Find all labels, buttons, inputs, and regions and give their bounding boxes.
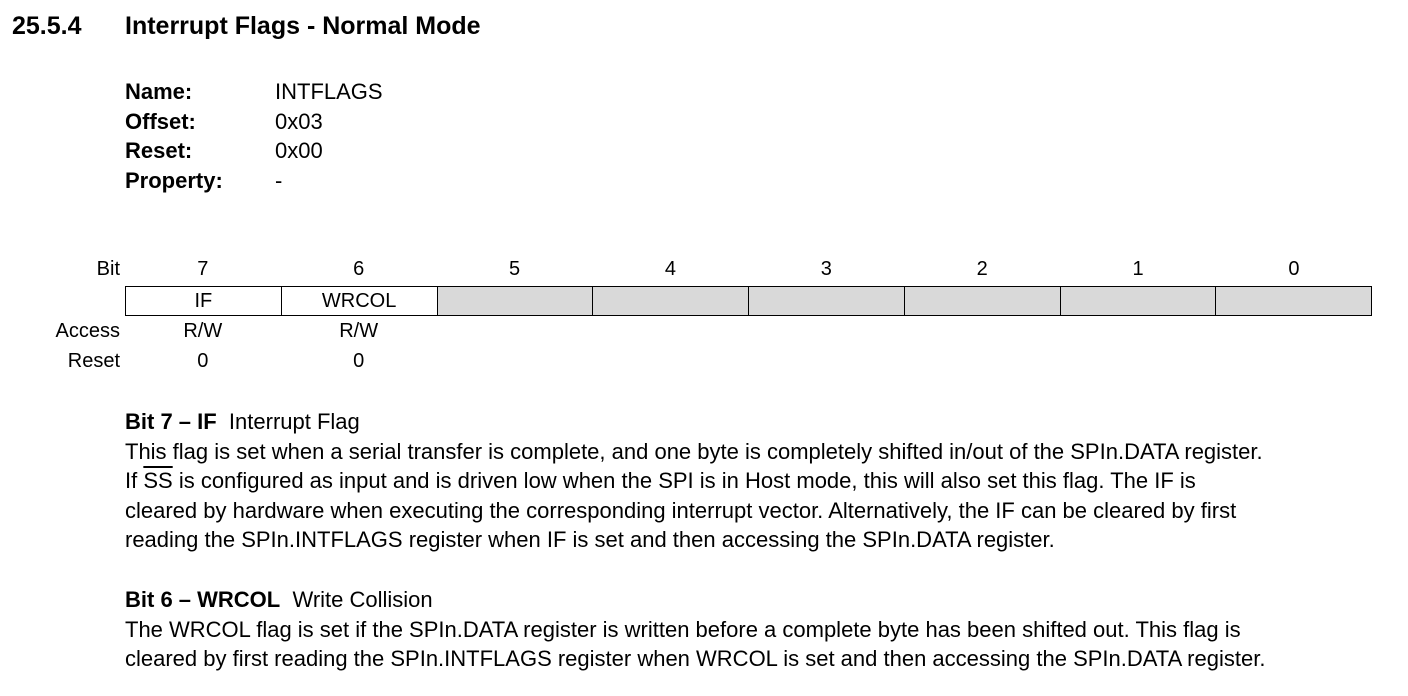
section-number: 25.5.4	[12, 12, 82, 40]
section-title: Interrupt Flags - Normal Mode	[125, 12, 481, 40]
bit-number: 2	[976, 258, 988, 280]
reserved-bit-cell	[1060, 287, 1217, 315]
bit-number: 6	[353, 258, 365, 280]
property-row-reset: Reset: 0x00	[125, 136, 383, 166]
bit7-line: This flag is set when a serial transfer …	[125, 438, 1263, 464]
field-cell: IF	[126, 287, 282, 315]
bit6-line: The WRCOL flag is set if the SPIn.DATA r…	[125, 616, 1241, 642]
bit-row-label: Bit	[96, 258, 120, 280]
bit7-heading: Bit 7 – IF Interrupt Flag	[125, 407, 1385, 437]
property-key: Reset:	[125, 138, 193, 163]
reset-row-label: Reset	[67, 350, 120, 372]
property-key: Property:	[125, 167, 223, 193]
bit7-text: If	[125, 468, 144, 493]
bit7-line: reading the SPIn.INTFLAGS register when …	[125, 527, 1055, 552]
property-value: INTFLAGS	[275, 79, 383, 104]
property-key: Name:	[125, 79, 193, 104]
bit-number: 4	[664, 258, 676, 280]
reserved-bit-cell	[1216, 287, 1371, 315]
reset-value: 0	[353, 350, 365, 372]
reserved-bit-cell	[593, 287, 749, 315]
bit7-text: is configured as input and is driven low…	[172, 468, 1196, 493]
bit6-title: Bit 6 – WRCOL	[125, 587, 281, 612]
bit6-heading: Bit 6 – WRCOL Write Collision	[125, 585, 1385, 615]
property-row-offset: Offset: 0x03	[125, 107, 383, 137]
bit-number: 3	[820, 258, 832, 280]
bit-number: 0	[1288, 258, 1300, 280]
reserved-bit-cell	[904, 287, 1061, 315]
bit6-line: cleared by first reading the SPIn.INTFLA…	[125, 646, 1266, 671]
bit-number: 1	[1132, 258, 1144, 280]
property-value: 0x03	[275, 108, 323, 134]
property-value: -	[275, 167, 283, 193]
property-value: 0x00	[275, 138, 323, 163]
property-row-property: Property: -	[125, 166, 383, 196]
access-row-label: Access	[55, 320, 120, 342]
ss-signal: SS	[143, 468, 173, 493]
bit7-description: Bit 7 – IF Interrupt Flag This flag is s…	[125, 407, 1385, 555]
bit6-name: Write Collision	[292, 587, 433, 612]
bit7-line: If SS is configured as input and is driv…	[125, 466, 1385, 496]
property-key: Offset:	[125, 108, 196, 134]
section-heading: 25.5.4 Interrupt Flags - Normal Mode	[12, 12, 481, 41]
reset-value: 0	[197, 350, 209, 372]
bit-number: 5	[508, 258, 521, 280]
register-properties: Name: INTFLAGS Offset: 0x03 Reset: 0x00 …	[125, 77, 383, 195]
bit6-description: Bit 6 – WRCOL Write Collision The WRCOL …	[125, 585, 1385, 674]
bit-number: 7	[197, 258, 209, 280]
reserved-bit-cell	[749, 287, 905, 315]
bit7-name: Interrupt Flag	[228, 409, 360, 434]
bit7-title: Bit 7 – IF	[125, 409, 217, 434]
property-row-name: Name: INTFLAGS	[125, 77, 383, 107]
access-value: R/W	[339, 320, 379, 342]
bit7-line: cleared by hardware when executing the c…	[125, 497, 1237, 523]
access-value: R/W	[183, 320, 223, 342]
reserved-bit-cell	[437, 287, 594, 315]
field-cell: WRCOL	[282, 287, 438, 315]
